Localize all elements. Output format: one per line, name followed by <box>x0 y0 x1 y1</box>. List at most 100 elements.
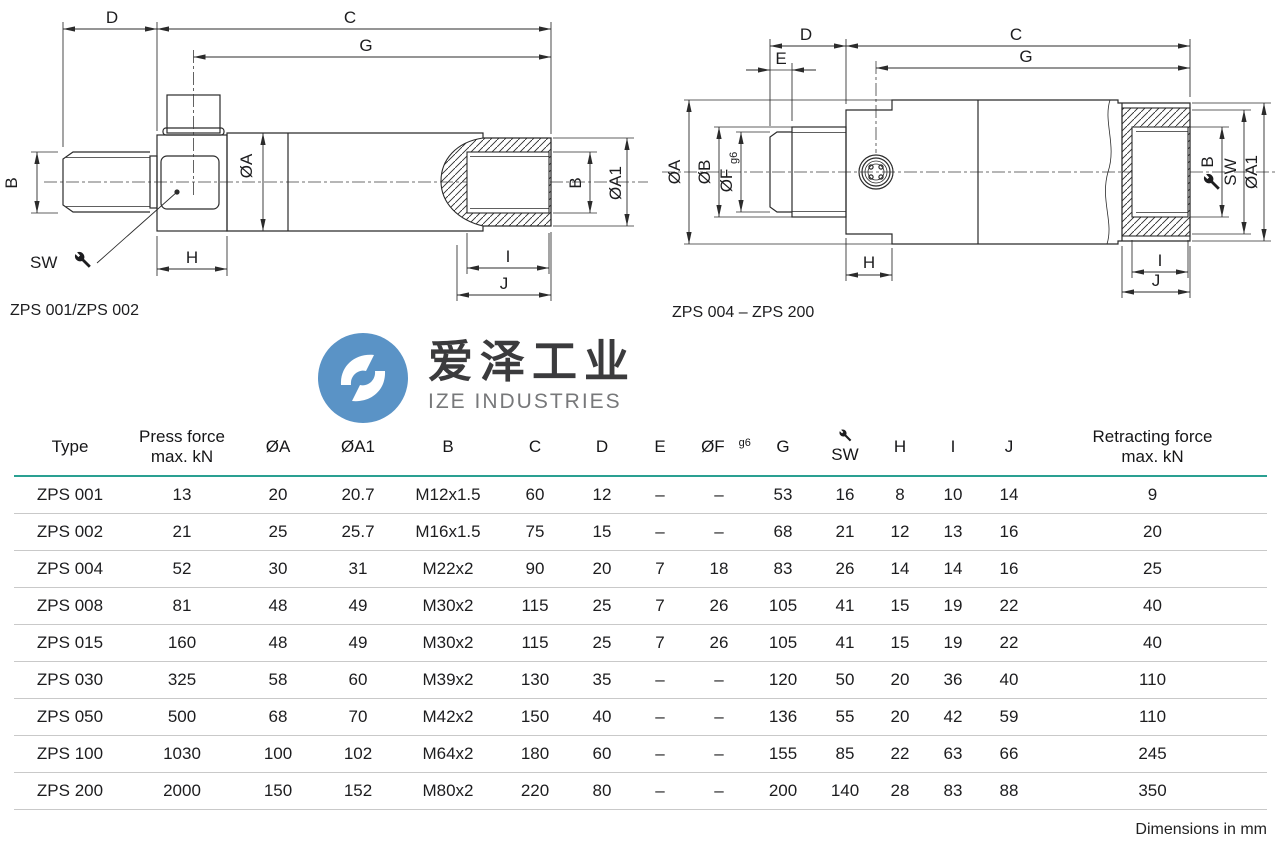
dim-label-j: J <box>1152 271 1161 290</box>
table-cell: 150 <box>263 781 293 800</box>
table-cell: 83 <box>943 781 963 800</box>
table-cell: M30x2 <box>422 596 474 615</box>
table-cell: 75 <box>525 522 545 541</box>
table-cell: 160 <box>167 633 197 652</box>
table-cell: ZPS 100 <box>36 744 104 763</box>
column-header-d: D <box>595 436 609 456</box>
dim-label-ob: ØB <box>695 160 714 185</box>
table-cell: 14 <box>890 559 910 578</box>
table-cell: 16 <box>835 485 855 504</box>
table-cell: – <box>655 522 665 541</box>
dim-label-h: H <box>863 253 875 272</box>
table-cell: ZPS 002 <box>36 522 104 541</box>
table-cell: 150 <box>520 707 550 726</box>
table-cell: M30x2 <box>422 633 474 652</box>
table-cell: 110 <box>1138 670 1167 689</box>
table-cell: 20 <box>592 559 612 578</box>
table-cell: 15 <box>890 633 910 652</box>
leader-dot <box>174 189 180 195</box>
table-cell: – <box>655 485 665 504</box>
diagram-caption-right: ZPS 004 – ZPS 200 <box>672 304 815 321</box>
dim-label-h: H <box>186 248 198 267</box>
table-cell: 20 <box>1143 522 1162 541</box>
wrench-icon <box>1203 173 1220 190</box>
table-cell: 31 <box>348 559 368 578</box>
dim-label-i: I <box>1158 251 1163 270</box>
table-cell: 85 <box>835 744 855 763</box>
table-cell: 25 <box>268 522 288 541</box>
table-cell: 41 <box>835 633 855 652</box>
table-cell: – <box>655 744 665 763</box>
logo-english-name: IZE INDUSTRIES <box>428 389 622 413</box>
table-cell: 8 <box>895 485 905 504</box>
table-cell: 22 <box>999 596 1019 615</box>
column-header-type: Type <box>51 436 89 456</box>
table-cell: 60 <box>525 485 545 504</box>
table-cell: 115 <box>521 596 549 615</box>
table-cell: 26 <box>709 596 729 615</box>
table-cell: ZPS 001 <box>36 485 104 504</box>
logo-text: 爱泽工业 IZE INDUSTRIES <box>428 331 636 414</box>
table-cell: 26 <box>709 633 729 652</box>
table-cell: 59 <box>999 707 1019 726</box>
table-cell: 49 <box>348 596 368 615</box>
table-cell: M12x1.5 <box>415 485 481 504</box>
table-cell: 7 <box>655 559 665 578</box>
ize-logo: 爱泽工业 IZE INDUSTRIES <box>316 331 636 425</box>
table-cell: – <box>714 781 724 800</box>
table-cell: M16x1.5 <box>415 522 481 541</box>
ize-logo-mark <box>318 333 408 423</box>
table-cell: 36 <box>943 670 963 689</box>
dim-label-oa: ØA <box>237 153 256 178</box>
table-cell: 120 <box>768 670 798 689</box>
table-cell: 40 <box>1143 596 1162 615</box>
diagram-zps004-200: D E C G ØA ØB <box>662 25 1276 298</box>
dim-label-g: G <box>359 36 372 55</box>
table-cell: 10 <box>943 485 963 504</box>
table-cell: ZPS 030 <box>36 670 104 689</box>
table-cell: – <box>714 744 724 763</box>
table-cell: 80 <box>592 781 612 800</box>
table-cell: 19 <box>943 633 963 652</box>
column-header--a: ØA <box>265 436 291 456</box>
table-cell: 350 <box>1138 781 1167 800</box>
wrench-icon <box>838 429 851 442</box>
table-cell: 2000 <box>163 781 201 800</box>
table-cell: 83 <box>773 559 793 578</box>
table-cell: 25 <box>592 596 612 615</box>
column-header-g: G <box>776 436 790 456</box>
hex-flange <box>156 134 228 232</box>
table-cell: 35 <box>592 670 612 689</box>
table-cell: – <box>714 670 724 689</box>
table-cell: 9 <box>1147 485 1158 504</box>
dim-label-of: ØF g6 <box>717 152 740 193</box>
table-cell: 25 <box>1143 559 1162 578</box>
table-cell: 102 <box>343 744 373 763</box>
table-cell: M64x2 <box>422 744 474 763</box>
table-cell: 18 <box>709 559 729 578</box>
table-cell: 180 <box>520 744 550 763</box>
dimensions-note: Dimensions in mm <box>1135 821 1267 838</box>
table-cell: ZPS 200 <box>36 781 104 800</box>
logo-circle <box>318 333 408 423</box>
column-header-e: E <box>654 436 666 456</box>
table-cell: 15 <box>890 596 910 615</box>
dim-label-d: D <box>106 8 118 27</box>
table-cell: 40 <box>999 670 1019 689</box>
table-cell: 41 <box>835 596 855 615</box>
dim-label-d: D <box>800 25 812 44</box>
diagram-zps001-002: D C G B ØA SW H <box>2 8 648 301</box>
table-cell: 70 <box>348 707 368 726</box>
table-cell: 40 <box>592 707 612 726</box>
cylinder-body <box>226 132 552 232</box>
table-cell: 16 <box>999 522 1019 541</box>
table-cell: 25.7 <box>341 522 375 541</box>
dim-label-oa1: ØA1 <box>1242 155 1261 189</box>
table-cell: – <box>655 781 665 800</box>
